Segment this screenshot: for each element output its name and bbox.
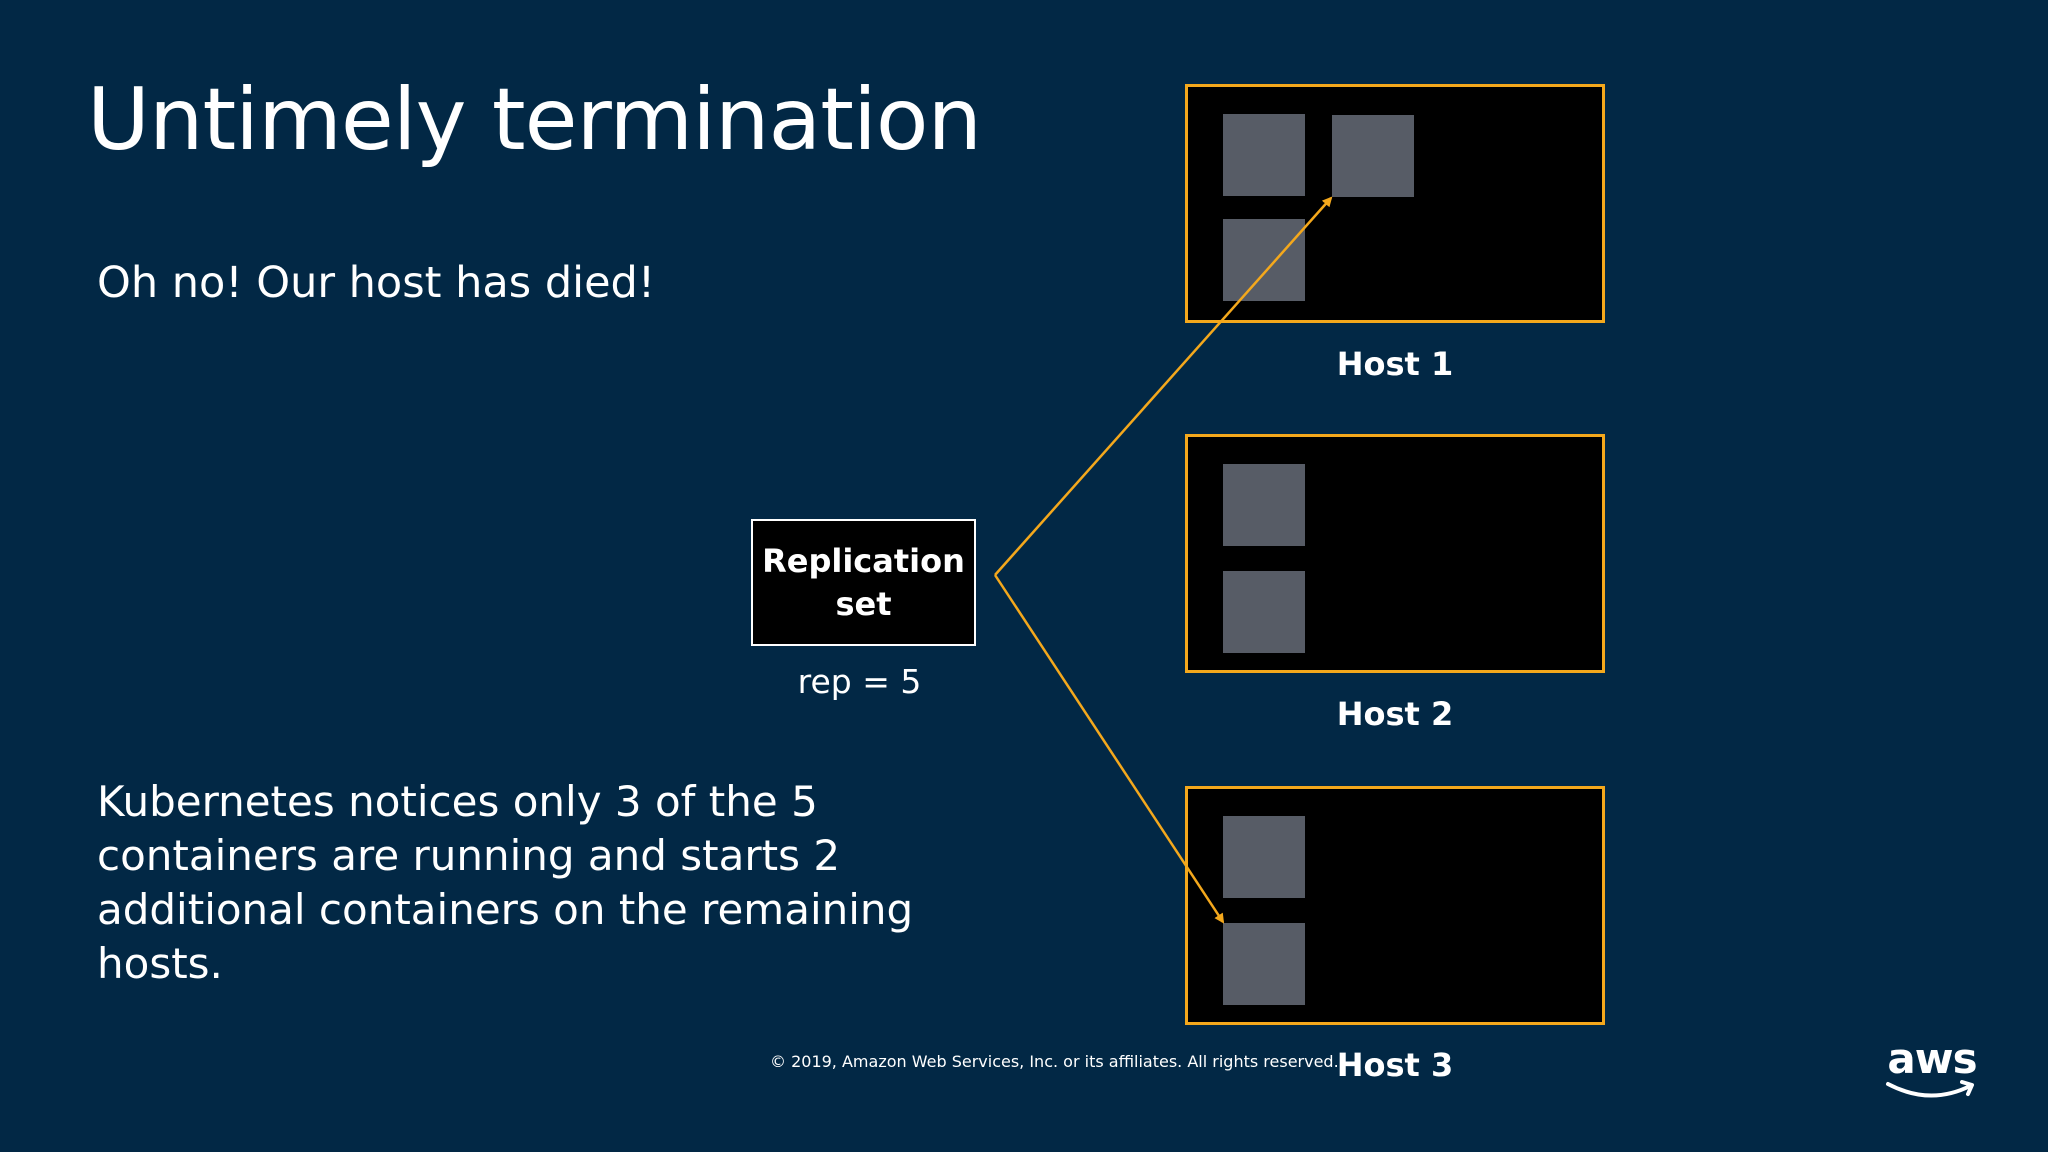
- container: [1223, 571, 1305, 653]
- aws-logo: aws: [1884, 1034, 1980, 1104]
- host-1-label: Host 1: [1336, 345, 1454, 383]
- container-new: [1223, 923, 1305, 1005]
- container: [1223, 816, 1305, 898]
- host-2-label: Host 2: [1336, 695, 1454, 733]
- slide-body-text: Kubernetes notices only 3 of the 5 conta…: [97, 777, 914, 988]
- slide-subtitle: Oh no! Our host has died!: [97, 258, 656, 308]
- aws-smile-icon: [1886, 1080, 1974, 1098]
- host-3-label: Host 3: [1336, 1046, 1454, 1084]
- container-new: [1332, 115, 1414, 197]
- replication-set-box: Replication set: [751, 519, 976, 646]
- replication-set-label: Replication set: [762, 541, 965, 623]
- replication-count-label: rep = 5: [797, 662, 922, 701]
- host-2-box: [1185, 434, 1605, 673]
- slide-title: Untimely termination: [87, 70, 982, 170]
- copyright-text: © 2019, Amazon Web Services, Inc. or its…: [770, 1052, 1339, 1071]
- aws-logo-text: aws: [1887, 1034, 1977, 1083]
- container: [1223, 464, 1305, 546]
- host-1-box: [1185, 84, 1605, 323]
- host-3-box: [1185, 786, 1605, 1025]
- container: [1223, 219, 1305, 301]
- container: [1223, 114, 1305, 196]
